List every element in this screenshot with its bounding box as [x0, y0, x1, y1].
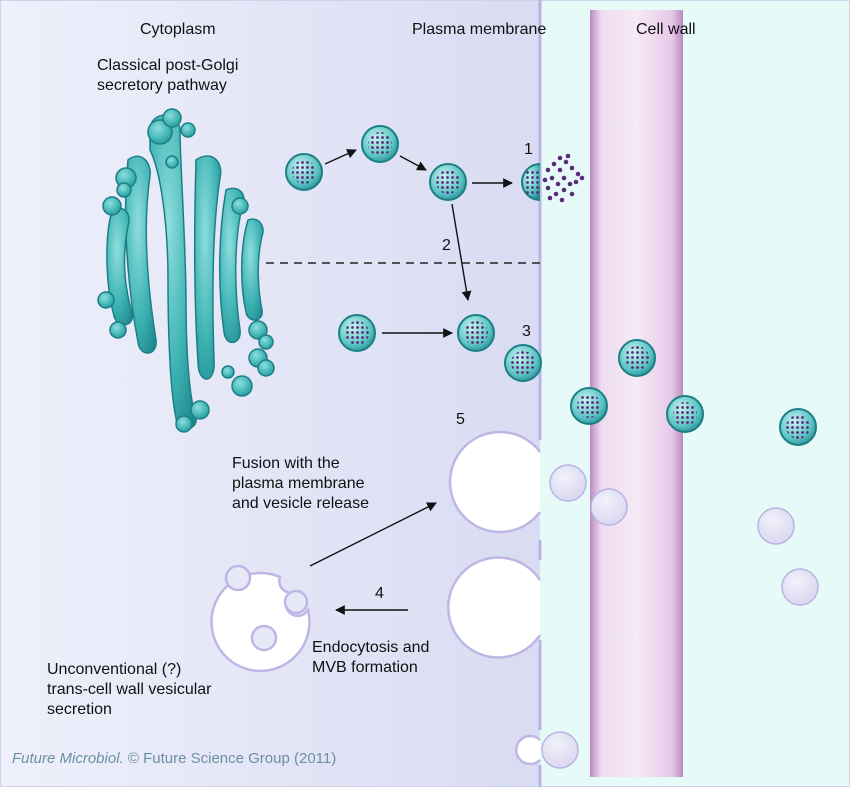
- cell-wall-region: [590, 10, 683, 777]
- golgi-apparatus: [97, 108, 275, 433]
- cytoplasm-label: Cytoplasm: [140, 21, 216, 38]
- membrane-invagination: [448, 430, 541, 534]
- cargo-vesicle: [618, 339, 656, 377]
- cargo-vesicle: [285, 153, 323, 191]
- cargo-vesicle: [570, 387, 608, 425]
- pathway-title-line1: Classical post-Golgi: [97, 57, 239, 74]
- membrane-invagination: [446, 556, 542, 659]
- released-cargo: [542, 153, 585, 203]
- cargo-vesicle: [338, 314, 376, 352]
- unconventional-label-line2: trans-cell wall vesicular: [47, 681, 212, 698]
- fusion-label-line3: and vesicle release: [232, 495, 369, 512]
- cell-wall-label: Cell wall: [636, 21, 696, 38]
- fusion-label-line1: Fusion with the: [232, 455, 340, 472]
- pathway-title-line2: secretory pathway: [97, 77, 227, 94]
- cargo-vesicle: [666, 395, 704, 433]
- unconventional-label-line1: Unconventional (?): [47, 661, 182, 678]
- credit-rest: © Future Science Group (2011): [123, 750, 337, 767]
- cargo-vesicle: [429, 163, 467, 201]
- endocytosis-label-line2: MVB formation: [312, 659, 418, 676]
- cargo-vesicle: [779, 408, 817, 446]
- credit-line: Future Microbiol. © Future Science Group…: [12, 750, 336, 767]
- step-3-label: 3: [522, 323, 531, 340]
- unconventional-label-line3: secretion: [47, 701, 112, 718]
- cargo-vesicle: [504, 344, 542, 382]
- step-2-label: 2: [442, 237, 451, 254]
- step-5-label: 5: [456, 411, 465, 428]
- cargo-vesicle: [457, 314, 495, 352]
- plasma-membrane-label: Plasma membrane: [412, 21, 547, 38]
- membrane-invagination: [514, 734, 541, 766]
- step-4-label: 4: [375, 585, 384, 602]
- step-1-label: 1: [524, 141, 533, 158]
- credit-journal: Future Microbiol.: [12, 750, 124, 767]
- cargo-vesicles: [285, 125, 817, 446]
- endocytosis-label-line1: Endocytosis and: [312, 639, 430, 656]
- mvb-structures: [210, 430, 542, 766]
- fusing-vesicle: [521, 163, 541, 201]
- pathway-arrows: [309, 149, 513, 615]
- exosomes: [541, 464, 819, 769]
- cargo-vesicle: [361, 125, 399, 163]
- fusion-label-line2: plasma membrane: [232, 475, 365, 492]
